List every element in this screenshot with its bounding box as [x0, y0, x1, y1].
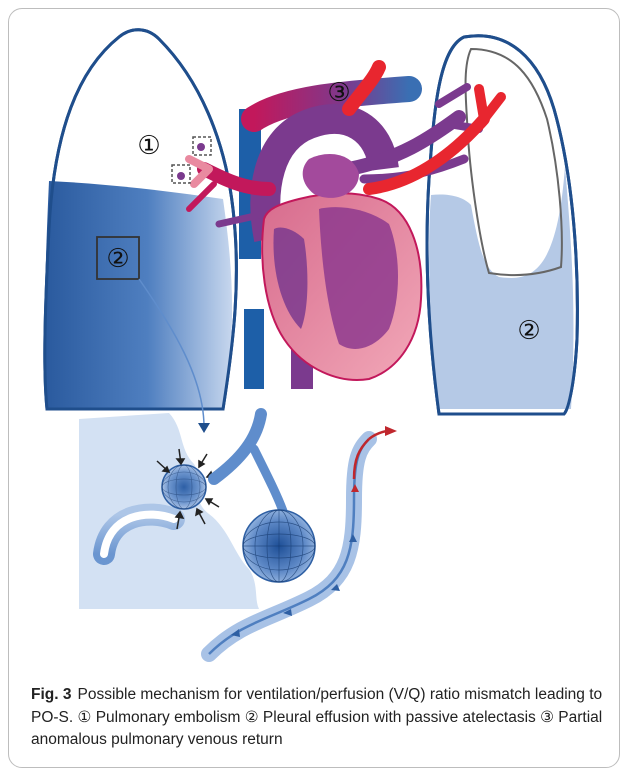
left-pleural-effusion: [45, 181, 232, 409]
caption-text: Possible mechanism for ventilation/perfu…: [31, 686, 602, 748]
left-lung: [45, 30, 237, 409]
marker-effusion-right: ②: [517, 316, 540, 346]
marker-effusion-left: ②: [106, 244, 129, 274]
marker-anomalous-return: ③: [327, 78, 350, 108]
figure-frame: ① ③ ② ②: [8, 8, 620, 768]
caption-label: Fig. 3: [31, 686, 71, 703]
alveolar-inset: [79, 413, 397, 654]
marker-embolism: ①: [137, 131, 160, 161]
inferior-vena-cava: [244, 309, 264, 389]
pulmonary-diagram: ① ③ ② ②: [9, 9, 620, 669]
